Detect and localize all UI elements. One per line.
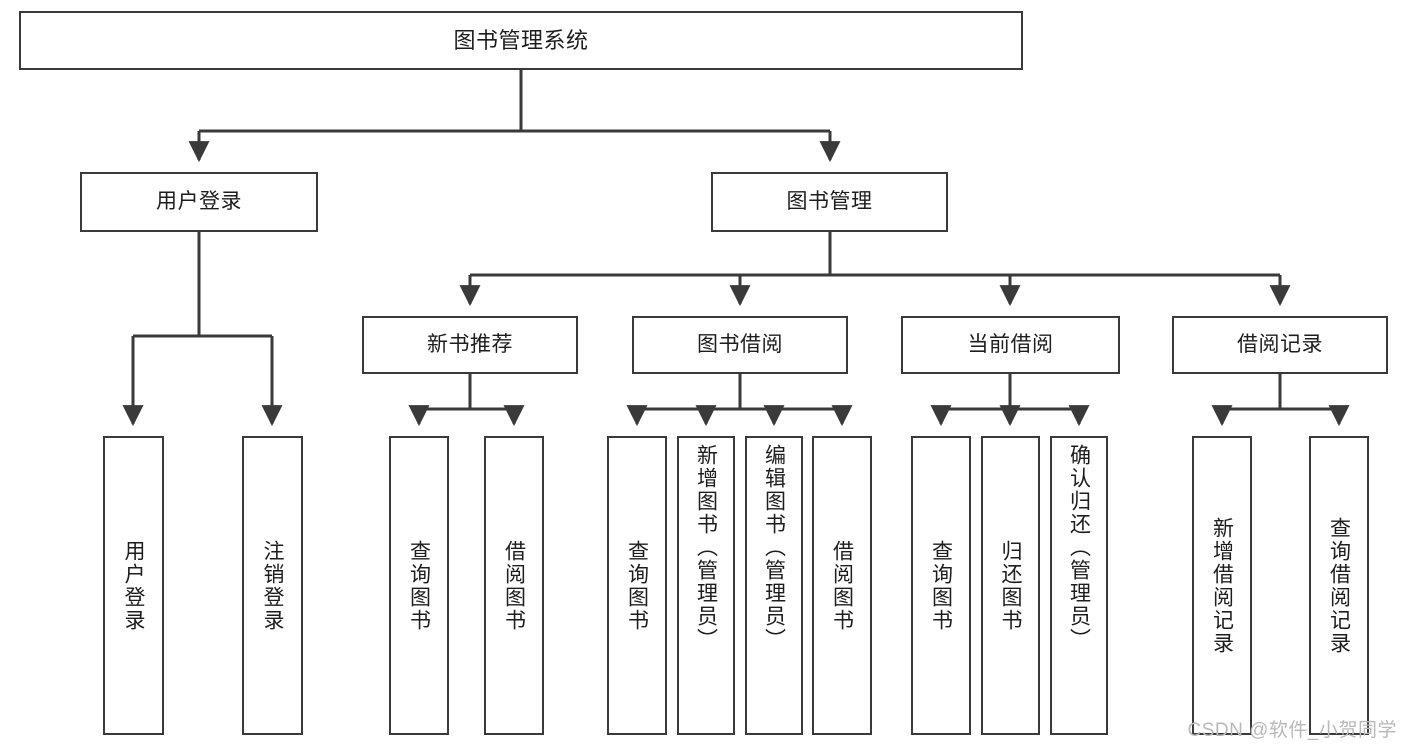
node-label: 借阅图书 <box>830 539 854 632</box>
node-leaf-confirm-return[interactable]: 确认归还（管理员） <box>1050 436 1108 735</box>
node-label: 编辑图书（管理员） <box>762 444 786 651</box>
node-leaf-edit-book[interactable]: 编辑图书（管理员） <box>745 436 803 735</box>
node-label: 查询借阅记录 <box>1327 516 1351 655</box>
node-current-borrow[interactable]: 当前借阅 <box>901 316 1120 374</box>
node-label: 查询图书 <box>929 539 953 632</box>
node-leaf-user-login[interactable]: 用户登录 <box>103 436 164 735</box>
node-leaf-borrow-book-rec[interactable]: 借阅图书 <box>484 436 544 735</box>
node-leaf-borrow-book[interactable]: 借阅图书 <box>812 436 872 735</box>
watermark: CSDN @软件_小贺同学 <box>1187 720 1397 741</box>
node-label: 归还图书 <box>999 539 1022 632</box>
node-leaf-query-record[interactable]: 查询借阅记录 <box>1309 436 1369 735</box>
node-label: 新增借阅记录 <box>1210 516 1234 655</box>
node-leaf-query-book-borrow[interactable]: 查询图书 <box>607 436 667 735</box>
node-leaf-return-book[interactable]: 归还图书 <box>981 436 1040 735</box>
node-new-book-rec[interactable]: 新书推荐 <box>362 316 578 374</box>
node-leaf-add-book[interactable]: 新增图书（管理员） <box>677 436 735 735</box>
node-label: 注销登录 <box>261 539 284 632</box>
node-label: 图书管理系统 <box>453 27 589 53</box>
node-label: 新增图书（管理员） <box>694 444 718 651</box>
node-label: 当前借阅 <box>967 332 1054 356</box>
node-label: 确认归还（管理员） <box>1067 444 1091 651</box>
node-borrow-record[interactable]: 借阅记录 <box>1172 316 1388 374</box>
node-label: 用户登录 <box>122 539 145 632</box>
node-label: 借阅图书 <box>502 539 526 632</box>
node-leaf-query-book-rec[interactable]: 查询图书 <box>389 436 449 735</box>
node-label: 查询图书 <box>625 539 649 632</box>
node-book-borrow[interactable]: 图书借阅 <box>632 316 848 374</box>
node-label: 新书推荐 <box>427 332 513 356</box>
node-label: 用户登录 <box>156 189 242 213</box>
node-leaf-add-record[interactable]: 新增借阅记录 <box>1192 436 1252 735</box>
node-leaf-user-logout[interactable]: 注销登录 <box>242 436 303 735</box>
node-user-login[interactable]: 用户登录 <box>80 172 318 232</box>
node-label: 图书管理 <box>786 189 873 213</box>
node-leaf-query-book-current[interactable]: 查询图书 <box>911 436 971 735</box>
node-book-manage[interactable]: 图书管理 <box>711 172 948 232</box>
node-label: 借阅记录 <box>1237 332 1323 356</box>
node-root-system[interactable]: 图书管理系统 <box>19 11 1023 70</box>
node-label: 查询图书 <box>407 539 431 632</box>
node-label: 图书借阅 <box>697 332 783 356</box>
